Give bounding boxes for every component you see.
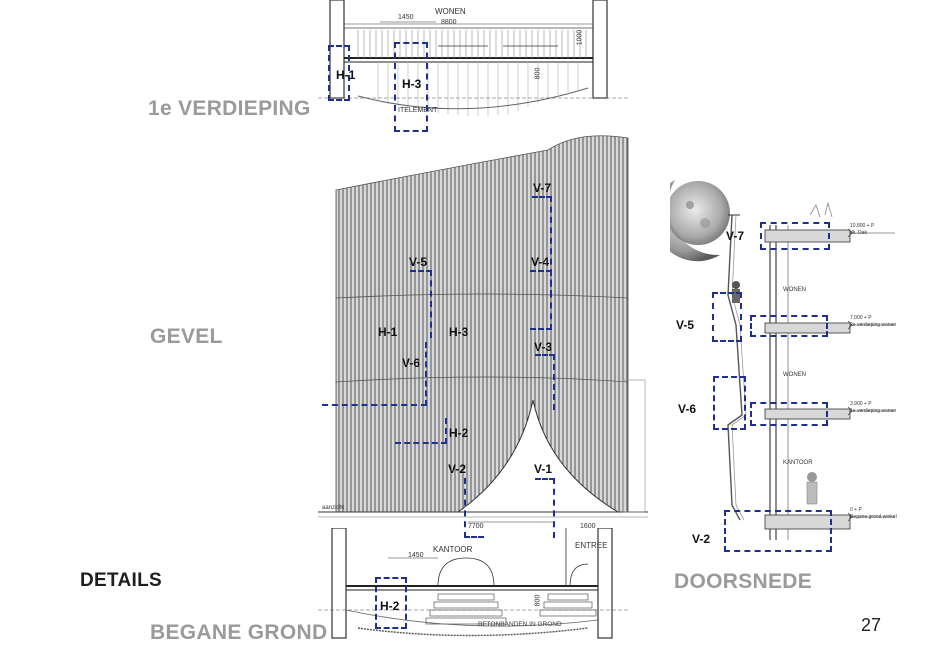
detail-box-v2-facade xyxy=(464,478,484,538)
marker-h1: H-1 xyxy=(378,325,398,339)
section-box-v6-right xyxy=(750,402,828,426)
ground-room-office: KANTOOR xyxy=(433,545,473,554)
first-floor-plan xyxy=(318,0,628,116)
title-details: DETAILS xyxy=(80,570,162,591)
title-section-view: DOORSNEDE xyxy=(674,570,813,593)
section-marker-v6: V-6 xyxy=(678,402,697,416)
marker-v6: V-6 xyxy=(402,356,421,370)
level-4: 0 + P xyxy=(850,507,862,513)
top-plan-room: WONEN xyxy=(435,7,466,16)
title-first-floor: 1e VERDIEPING xyxy=(148,97,311,120)
detail-box-v4 xyxy=(530,270,552,330)
marker-h1-top: H-1 xyxy=(336,68,356,82)
level-1: 10.800 + P xyxy=(850,223,875,229)
section-marker-v5: V-5 xyxy=(676,318,695,332)
title-facade: GEVEL xyxy=(150,325,223,348)
level-4-label: Begane grond winkel xyxy=(850,514,897,520)
section-box-v5-left xyxy=(712,292,742,342)
detail-box-h1-top xyxy=(328,45,350,101)
top-plan-dim-4: 800 xyxy=(534,67,542,80)
facade-side-note: aanzicht xyxy=(322,505,345,511)
top-plan-dim-1: 1450 xyxy=(398,14,414,21)
marker-v7: V-7 xyxy=(533,181,552,195)
level-2: 7.000 + P xyxy=(850,315,872,321)
marker-v3: V-3 xyxy=(534,340,553,354)
level-1-label: dk. Dak xyxy=(850,230,867,236)
facade-dim-1: 7700 xyxy=(468,523,484,530)
ground-note: BETONBANDEN IN GROND xyxy=(478,621,562,628)
section-marker-v2: V-2 xyxy=(692,532,711,546)
marker-v1: V-1 xyxy=(534,462,553,476)
facade-drawing xyxy=(318,135,648,523)
top-plan-dim-3: 1000 xyxy=(576,29,584,46)
level-2-label: 2e verdieping wonen xyxy=(850,322,897,328)
section-marker-v7: V-7 xyxy=(726,229,745,243)
detail-box-h2 xyxy=(395,418,447,444)
detail-box-v5 xyxy=(410,270,432,338)
marker-v4: V-4 xyxy=(531,255,550,269)
ground-dim-2: 800 xyxy=(534,594,542,607)
detail-box-v7 xyxy=(532,196,552,296)
detail-box-v1 xyxy=(535,478,555,538)
top-plan-note: ITELEMENT xyxy=(398,107,438,114)
ground-room-entrance: ENTREE xyxy=(575,541,608,550)
section-room-3: KANTOOR xyxy=(783,460,813,466)
section-drawing xyxy=(670,180,895,540)
level-3-label: 1e verdieping wonen xyxy=(850,408,897,414)
marker-h2: H-2 xyxy=(449,426,469,440)
ground-dim-1: 1450 xyxy=(408,552,424,559)
detail-box-h3-top xyxy=(394,42,428,132)
marker-h3-top: H-3 xyxy=(402,77,422,91)
detail-box-h2-ground xyxy=(375,577,407,629)
marker-h2-ground: H-2 xyxy=(380,599,400,613)
section-box-v6-left xyxy=(713,376,746,430)
section-room-2: WONEN xyxy=(783,372,806,378)
section-box-v5-right xyxy=(750,315,828,337)
facade-dim-2: 1600 xyxy=(580,523,596,530)
marker-v2: V-2 xyxy=(448,462,467,476)
marker-v5: V-5 xyxy=(409,255,428,269)
detail-box-v3 xyxy=(535,354,555,410)
section-room-1: WONEN xyxy=(783,287,806,293)
top-plan-dim-2: 8800 xyxy=(441,19,457,26)
level-3: 3.900 + P xyxy=(850,401,872,407)
page-number: 27 xyxy=(861,615,882,635)
marker-h3: H-3 xyxy=(449,325,469,339)
detail-box-h1-h3 xyxy=(322,342,427,406)
section-box-v7 xyxy=(760,222,830,250)
section-box-v2 xyxy=(724,510,832,552)
title-ground-floor: BEGANE GROND xyxy=(150,621,328,644)
